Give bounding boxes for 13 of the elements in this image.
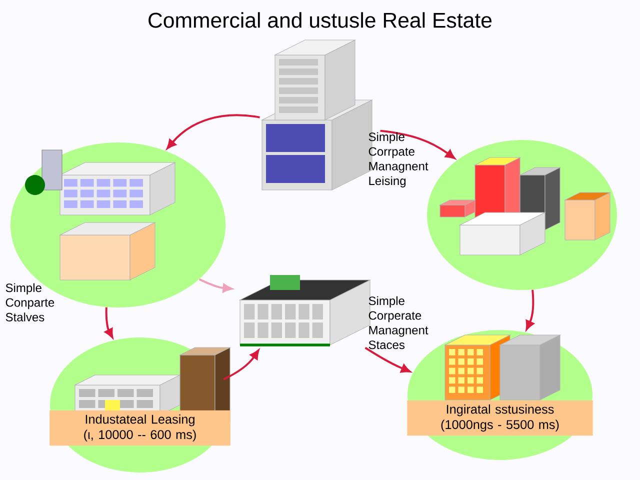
label-box: Ingiratal sstusiness (1000ngs - 5500 ms) (407, 400, 593, 436)
arrow (526, 290, 534, 330)
arrow (364, 346, 411, 373)
label: Simple Corperate Managnent Staces (368, 296, 428, 350)
arrow (104, 307, 114, 338)
label: Simple Corrpate Managnent Leising (368, 132, 428, 188)
label-box: Industateal Leasing (ι, 10000 -- 600 ms) (50, 410, 230, 446)
arrow (198, 278, 232, 292)
arrow (223, 350, 260, 380)
arrow (380, 130, 456, 159)
title: Commercial and ustusle Real Estate (148, 12, 492, 28)
arrow (166, 114, 260, 149)
label: Simple Conparte Stalves (6, 283, 54, 322)
